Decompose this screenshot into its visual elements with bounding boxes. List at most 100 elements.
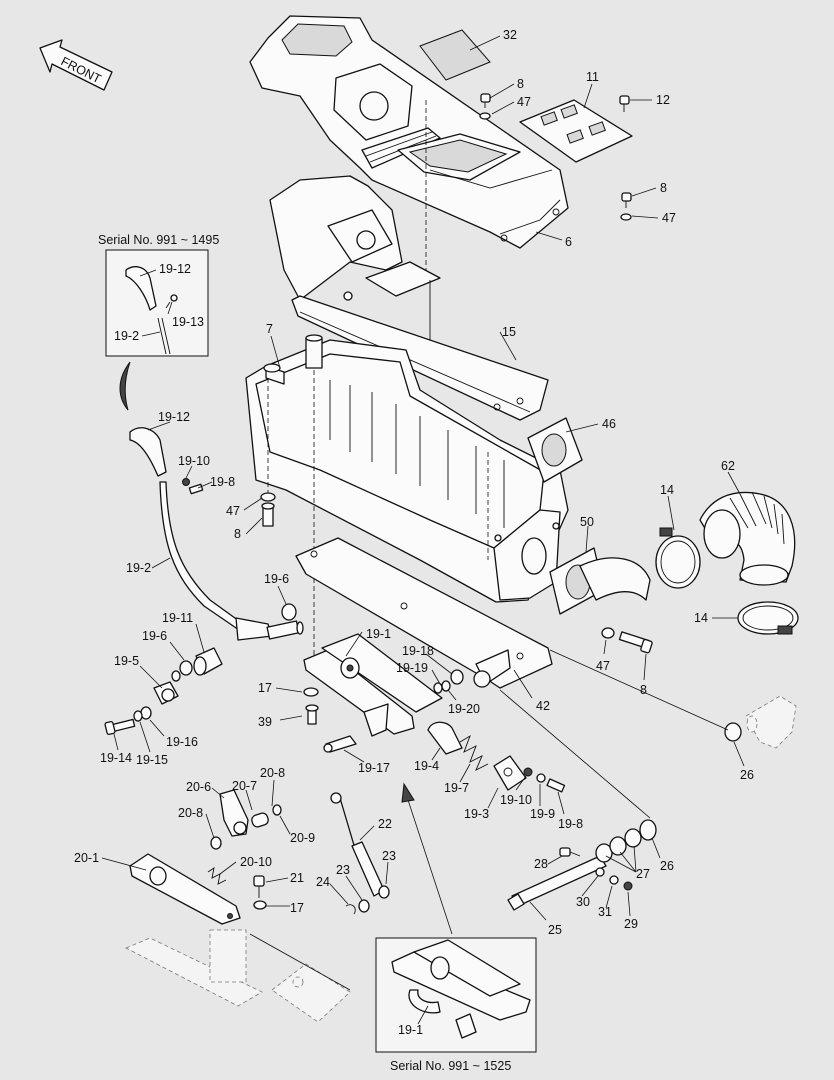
nut-31	[609, 875, 619, 885]
bolt-19-8-lower	[546, 778, 566, 793]
part-62-hose	[699, 491, 796, 586]
callout-label: 19-14	[100, 751, 132, 765]
callout-label: 19-2	[114, 329, 139, 343]
part-25-shaft	[507, 855, 607, 911]
bolt-12	[619, 95, 630, 112]
part-19-17-pin	[323, 735, 357, 753]
part-19-1-pedal-bracket	[303, 633, 443, 737]
washer-stack-19-18	[433, 669, 491, 694]
callout-label: 19-1	[398, 1023, 423, 1037]
ghost-frame-lower	[125, 929, 351, 1023]
callout-label: 20-10	[240, 855, 272, 869]
inset-pointer-arrow	[119, 361, 131, 411]
part-20-1-plate	[129, 853, 241, 925]
washer-19-9	[536, 773, 546, 783]
callout-label: 20-7	[232, 779, 257, 793]
callout-label: 19-4	[414, 759, 439, 773]
washer-30	[595, 867, 605, 877]
callout-label: 19-1	[366, 627, 391, 641]
callout-label: 47	[596, 659, 610, 673]
callout-label: 14	[694, 611, 708, 625]
connector-washer-26	[549, 649, 729, 731]
callout-label: 6	[565, 235, 572, 249]
callout-label: 14	[660, 483, 674, 497]
connector-20-1	[249, 933, 351, 991]
part-19-11-bushing	[193, 647, 223, 676]
callout-label: 62	[721, 459, 735, 473]
callout-label: 15	[502, 325, 516, 339]
callout-label: 30	[576, 895, 590, 909]
callout-label: 46	[602, 417, 616, 431]
callout-label: 17	[290, 901, 304, 915]
callout-label: 29	[624, 917, 638, 931]
ring-23-left	[358, 899, 370, 913]
callout-label: 19-12	[158, 410, 190, 424]
nut-19-10-upper	[182, 478, 190, 486]
callout-label: 8	[234, 527, 241, 541]
callout-label: 19-3	[464, 807, 489, 821]
callout-label: 26	[740, 768, 754, 782]
callout-label: 19-19	[396, 661, 428, 675]
callout-label: 19-10	[500, 793, 532, 807]
callout-label: 20-8	[260, 766, 285, 780]
callout-label: 32	[503, 28, 517, 42]
part-11-switch-plate	[519, 99, 633, 163]
bolt-8-right	[620, 192, 632, 221]
bolt-21	[253, 875, 265, 898]
part-19-4-damper	[427, 721, 463, 755]
callout-label: 20-9	[290, 831, 315, 845]
callout-label: 22	[378, 817, 392, 831]
washer-47-left	[260, 492, 276, 502]
bolt-28	[559, 847, 581, 857]
part-15-rail	[291, 295, 549, 421]
part-46-gasket	[527, 417, 583, 483]
callout-label: 39	[258, 715, 272, 729]
part-19-5-arm	[153, 681, 179, 705]
callout-label: 28	[534, 857, 548, 871]
part-32-pad	[419, 29, 491, 81]
part-19-7-spring	[459, 734, 489, 771]
part-14-clamp-upper	[655, 527, 701, 589]
washer-17	[303, 687, 319, 697]
part-19-6-ring-lower	[179, 660, 193, 676]
bolt-39	[305, 704, 319, 725]
washer-27-c	[624, 828, 642, 848]
callout-label: 17	[258, 681, 272, 695]
part-22-gas-spring	[330, 792, 385, 897]
connector-shaft	[499, 689, 651, 819]
callout-label: 42	[536, 699, 550, 713]
ring-23-right	[378, 885, 390, 899]
bolt-8-right-lower	[618, 631, 653, 654]
callout-label: 19-13	[172, 315, 204, 329]
callout-label: 19-17	[358, 761, 390, 775]
serial-caption-top: Serial No. 991 ~ 1495	[98, 233, 219, 247]
callout-label: 19-16	[166, 735, 198, 749]
leader-lines	[101, 35, 745, 1025]
console-cover	[249, 15, 569, 249]
washer-17-lower	[253, 900, 267, 910]
inset-pointer-arrow-lower	[401, 782, 453, 935]
callout-label: 19-8	[558, 817, 583, 831]
callout-label: 26	[660, 859, 674, 873]
callout-label: 19-12	[159, 262, 191, 276]
callout-label: 19-5	[114, 654, 139, 668]
callout-label: 19-8	[210, 475, 235, 489]
callout-label: 19-6	[142, 629, 167, 643]
callout-labels: 32 8 47 11 12 8 47 6 19-12 19-13 19-2 7 …	[74, 28, 754, 1037]
callout-label: 8	[517, 77, 524, 91]
serial-inset-bottom	[375, 937, 537, 1053]
callout-label: 24	[316, 875, 330, 889]
part-20-10-spring	[207, 867, 227, 885]
bolt-19-14	[104, 718, 136, 736]
part-20-7-pin	[251, 812, 269, 828]
callout-label: 19-2	[126, 561, 151, 575]
callout-label: 8	[660, 181, 667, 195]
washer-27-b	[609, 836, 627, 856]
ghost-bracket-right	[745, 695, 797, 749]
callout-label: 47	[517, 95, 531, 109]
washer-47-right	[601, 627, 615, 639]
callout-label: 19-11	[162, 611, 193, 625]
callout-label: 19-10	[178, 454, 210, 468]
part-19-6-ring-upper	[281, 603, 297, 621]
